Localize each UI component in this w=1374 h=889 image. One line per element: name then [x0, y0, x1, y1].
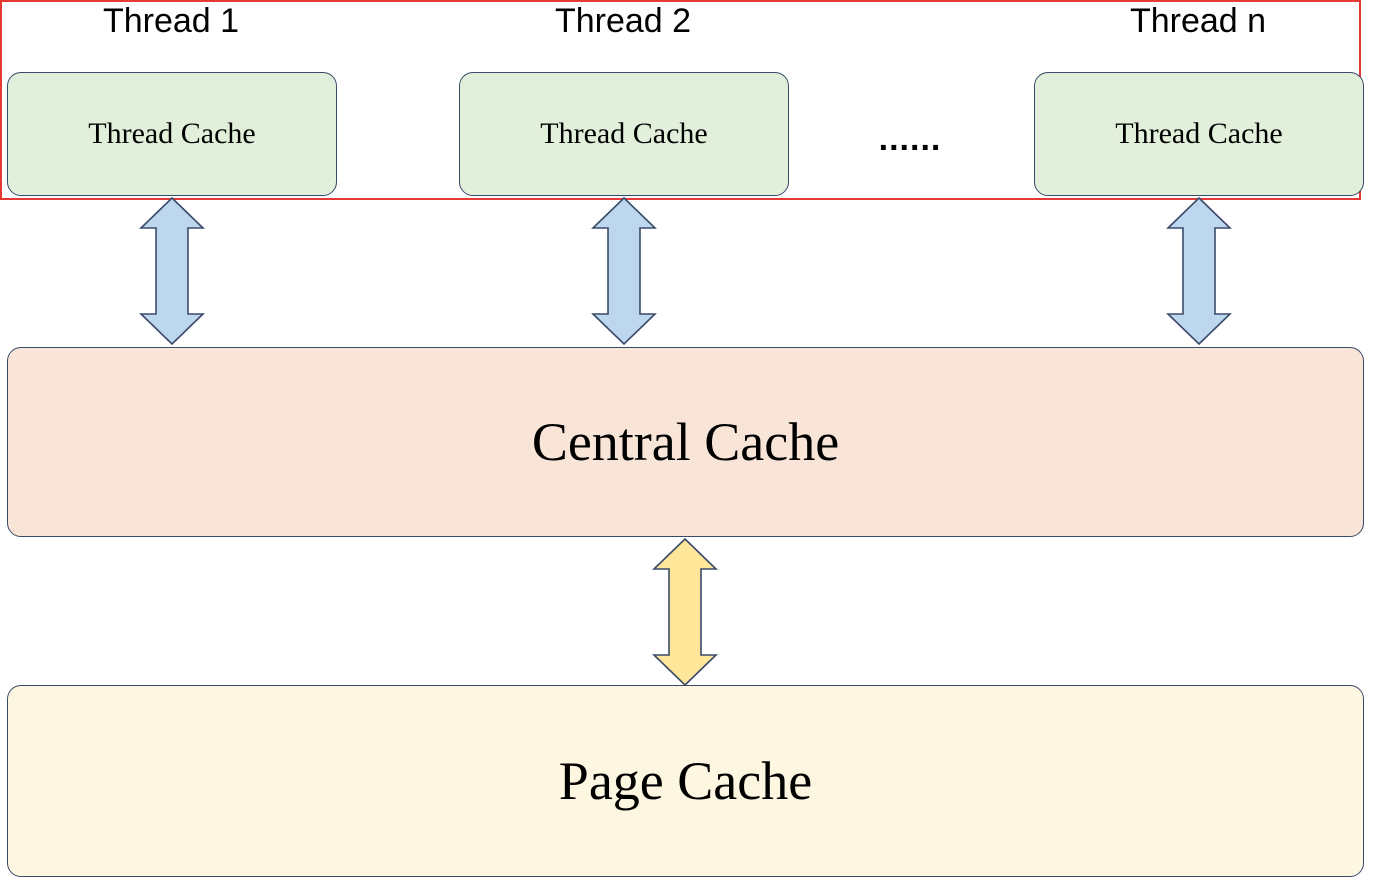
double-arrow-icon — [1166, 196, 1232, 346]
double-arrow-icon — [591, 196, 657, 346]
double-arrow-icon — [139, 196, 205, 346]
thread-cache-label: Thread Cache — [1115, 117, 1283, 150]
central-cache-box: Central Cache — [7, 347, 1364, 537]
thread-cache-box-n: Thread Cache — [1034, 72, 1364, 196]
page-cache-box: Page Cache — [7, 685, 1364, 877]
thread-n-title: Thread n — [1129, 2, 1267, 40]
thread-2-title: Thread 2 — [554, 2, 692, 40]
double-arrow-icon — [652, 537, 718, 687]
thread-cache-label: Thread Cache — [540, 117, 708, 150]
central-cache-label: Central Cache — [531, 412, 840, 472]
page-cache-label: Page Cache — [558, 751, 813, 811]
thread-ellipsis: ...... — [878, 120, 942, 158]
thread-cache-box-1: Thread Cache — [7, 72, 337, 196]
thread-cache-label: Thread Cache — [88, 117, 256, 150]
thread-1-title: Thread 1 — [102, 2, 240, 40]
thread-cache-box-2: Thread Cache — [459, 72, 789, 196]
